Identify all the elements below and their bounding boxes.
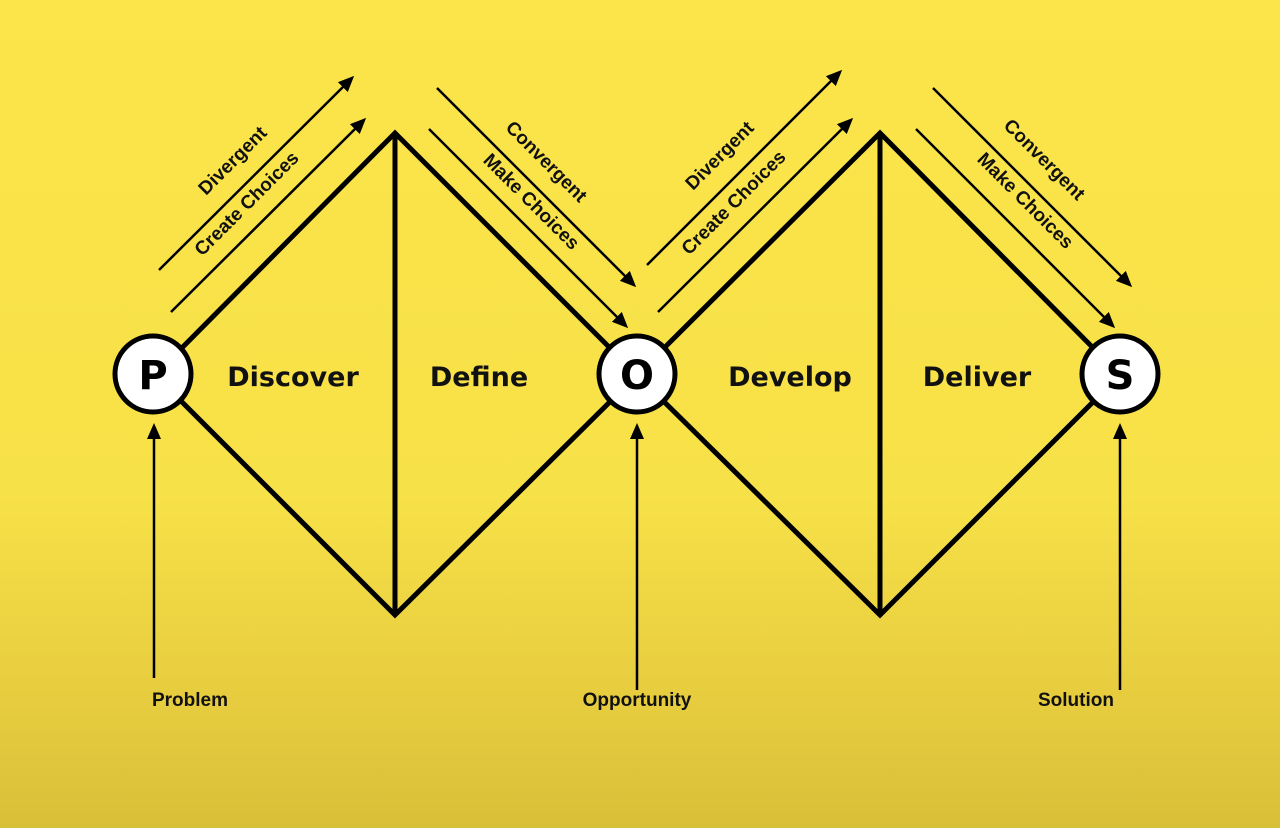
node-problem-letter: P <box>138 353 167 399</box>
bottom-label-solution: Solution <box>1038 690 1114 711</box>
node-opportunity-letter: O <box>620 353 654 399</box>
phase-label-define: Define <box>430 362 528 393</box>
phase-label-deliver: Deliver <box>923 362 1032 393</box>
divergent-arrow-line <box>646 69 843 266</box>
opportunity-pointer: Opportunity <box>583 423 692 711</box>
convergent-arrow-line <box>436 87 637 288</box>
bottom-label-opportunity: Opportunity <box>583 690 692 711</box>
node-problem: P <box>112 333 194 415</box>
make-choices-label: Make Choices <box>479 150 583 254</box>
convergent-arrows-1: Convergent Make Choices <box>428 87 637 329</box>
divergent-arrow-line <box>158 75 355 271</box>
phase-label-discover: Discover <box>227 362 359 393</box>
node-solution: S <box>1079 333 1161 415</box>
make-choices-arrow-line <box>915 128 1116 329</box>
create-choices-arrow-line <box>170 117 367 313</box>
solution-pointer: Solution <box>1038 423 1127 711</box>
convergent-arrow-line <box>932 87 1133 288</box>
make-choices-arrow-line <box>428 128 629 329</box>
second-diamond <box>633 129 1124 619</box>
bottom-label-problem: Problem <box>152 690 228 711</box>
node-solution-letter: S <box>1106 353 1135 399</box>
create-choices-label: Create Choices <box>678 147 791 260</box>
create-choices-arrow-line <box>657 117 854 313</box>
node-opportunity: O <box>596 333 678 415</box>
convergent-arrows-2: Convergent Make Choices <box>915 87 1133 329</box>
problem-pointer: Problem <box>147 423 228 711</box>
phase-label-develop: Develop <box>728 362 852 393</box>
